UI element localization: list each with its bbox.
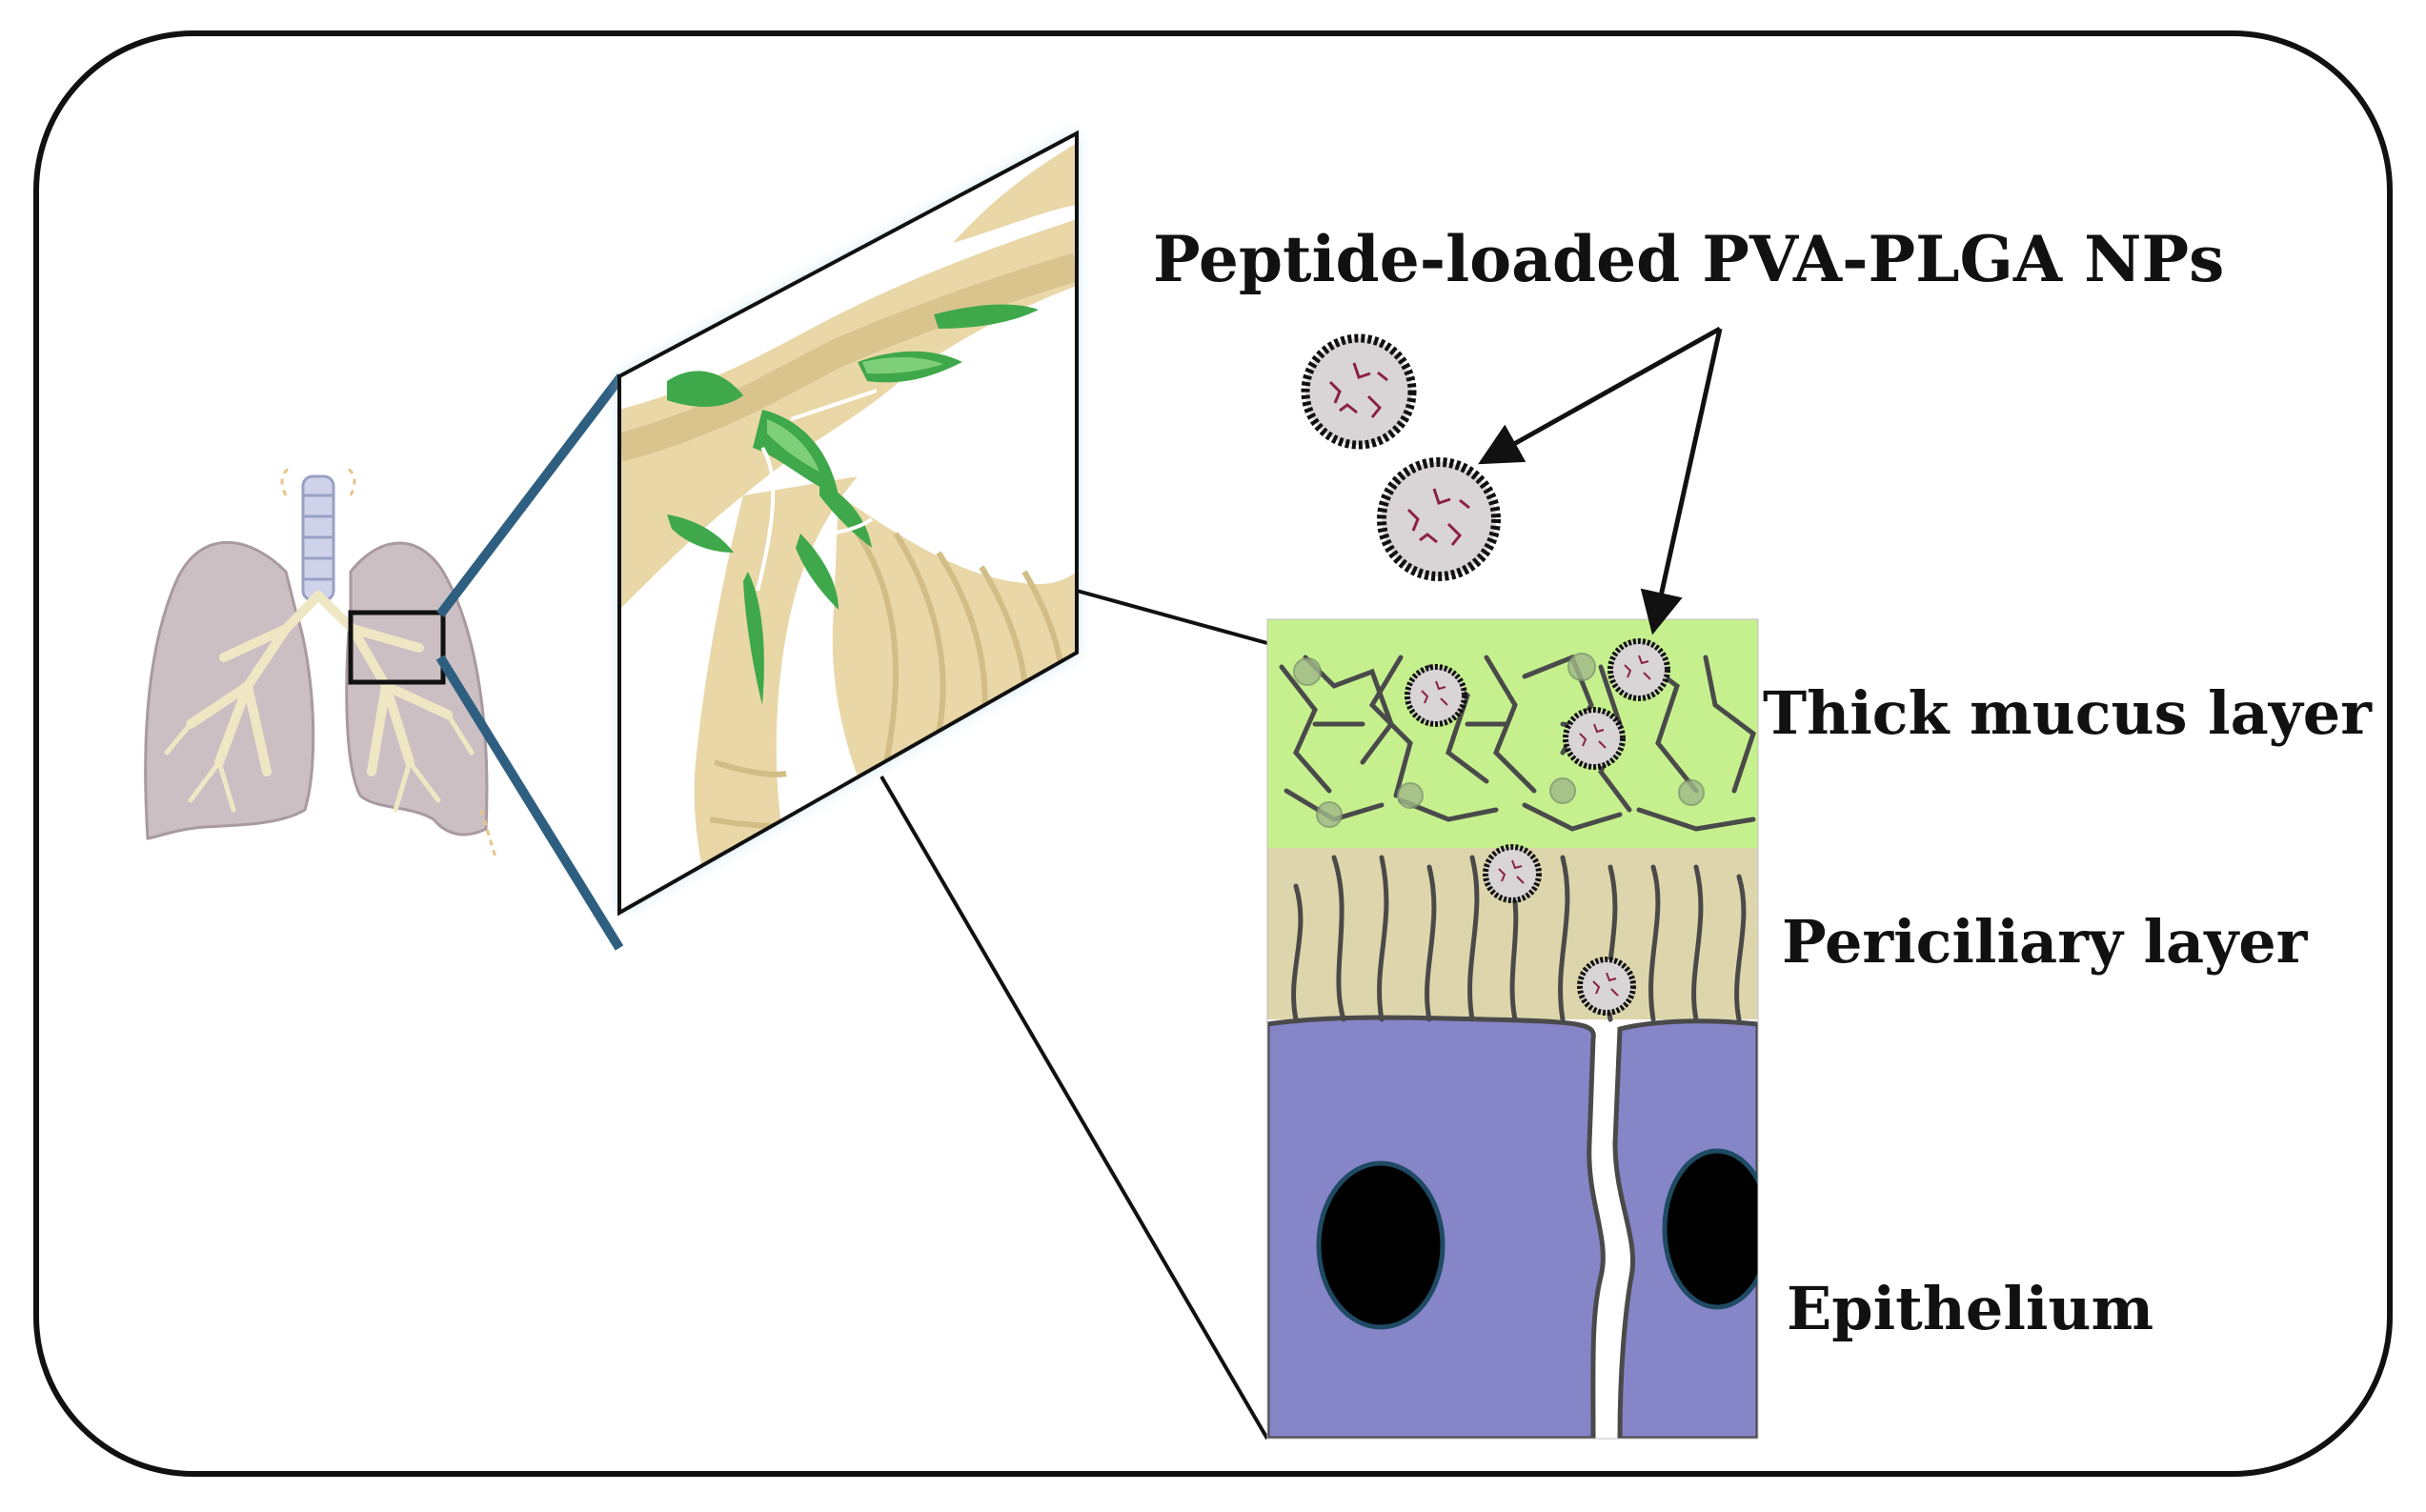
nanoparticles [1301, 333, 1670, 1016]
nanoparticle-icon [1607, 638, 1670, 701]
nanoparticles-label: Peptide-loaded PVA-PLGA NPs [1153, 222, 2224, 296]
nanoparticle-icon [1483, 844, 1542, 903]
nanoparticle-icon [1563, 707, 1626, 770]
cilia [1291, 855, 1747, 1022]
airway-layers [1266, 618, 1759, 1440]
nanoparticle-icon [1377, 457, 1501, 581]
nanoparticle-icon [1301, 333, 1417, 450]
nanoparticle-icon [1405, 664, 1467, 727]
frame-border [33, 30, 2393, 1477]
nucleus [1316, 1160, 1445, 1330]
zoom-lines [435, 373, 625, 951]
lung-selection-box [348, 610, 446, 685]
inset-connector-lines [879, 589, 1269, 1441]
arrow-icon [1478, 326, 1723, 635]
periciliary-layer-label: Periciliary layer [1782, 907, 2309, 977]
nucleus [1662, 1148, 1758, 1310]
mucus-layer [1267, 619, 1758, 848]
bronchus-inset [617, 130, 1079, 917]
lungs-icon [144, 465, 497, 858]
mucus-layer-label: Thick mucus layer [1763, 678, 2373, 748]
epithelium-label: Epithelium [1787, 1274, 2153, 1343]
nanoparticle-icon [1577, 957, 1636, 1016]
